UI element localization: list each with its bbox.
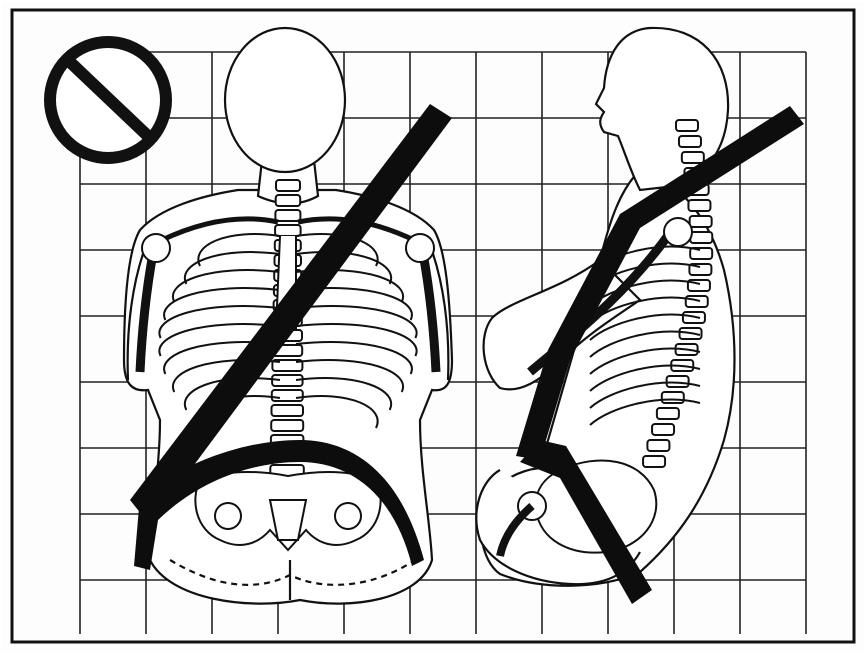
front-vertebra xyxy=(272,390,303,401)
side-vertebra xyxy=(662,392,684,403)
side-vertebra xyxy=(686,296,708,307)
front-vertebra xyxy=(276,195,301,206)
front-head xyxy=(225,28,345,172)
front-right-shoulder-joint xyxy=(406,234,434,262)
side-vertebra xyxy=(643,456,665,467)
side-shoulder-joint xyxy=(664,218,692,246)
front-vertebra xyxy=(275,225,301,236)
side-vertebra xyxy=(676,120,698,131)
front-vertebra xyxy=(275,210,300,221)
prohibition-icon xyxy=(50,42,166,158)
front-left-hip-socket xyxy=(215,503,241,529)
front-vertebra xyxy=(272,405,304,416)
side-vertebra xyxy=(682,152,704,163)
side-vertebra xyxy=(690,232,712,243)
side-vertebra xyxy=(690,248,712,259)
front-vertebra xyxy=(271,420,303,431)
side-vertebra xyxy=(647,440,669,451)
side-vertebra xyxy=(667,376,689,387)
side-vertebra xyxy=(688,200,710,211)
front-vertebra xyxy=(276,180,300,191)
side-vertebra xyxy=(657,408,679,419)
front-left-shoulder-joint xyxy=(142,234,170,262)
side-vertebra xyxy=(652,424,674,435)
side-vertebra xyxy=(690,216,712,227)
front-right-hip-socket xyxy=(335,503,361,529)
side-vertebra xyxy=(679,136,701,147)
